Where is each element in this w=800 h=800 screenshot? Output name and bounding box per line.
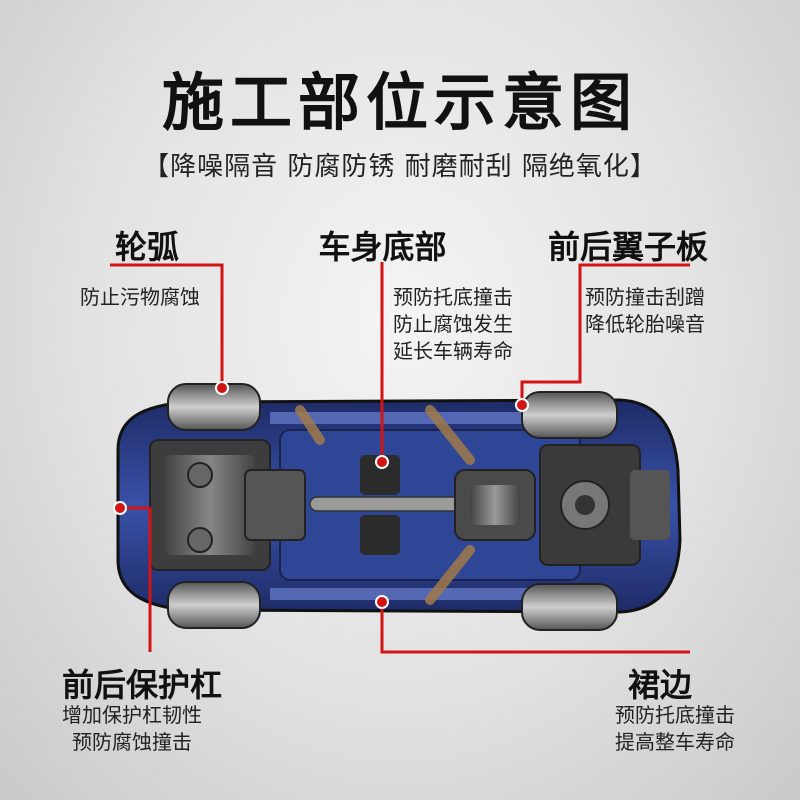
wheel-arch-leader <box>110 263 224 388</box>
front-left-tire <box>167 383 261 431</box>
cross-braces <box>295 405 475 605</box>
wheel-arch-line: 防止污物腐蚀 <box>80 285 200 309</box>
fenders-description: 预防撞击刮蹭 降低轮胎噪音 <box>585 284 705 338</box>
bumpers-line: 预防腐蚀撞击 <box>72 730 192 754</box>
front-right-tire <box>167 581 261 629</box>
underbody-marker <box>375 455 389 469</box>
underbody-line: 延长车辆寿命 <box>393 339 513 363</box>
underbody-description: 预防托底撞击 防止腐蚀发生 延长车辆寿命 <box>393 284 513 365</box>
fenders-line: 预防撞击刮蹭 <box>585 285 705 309</box>
skirt-description: 预防托底撞击 提高整车寿命 <box>560 702 735 756</box>
underbody-line: 预防托底撞击 <box>393 285 513 309</box>
skirt-line: 提高整车寿命 <box>615 730 735 754</box>
fenders-line: 降低轮胎噪音 <box>585 312 705 336</box>
wheel-arch-heading: 轮弧 <box>115 228 180 266</box>
skirt-line: 预防托底撞击 <box>615 703 735 727</box>
fenders-marker <box>515 398 529 412</box>
skirt-marker <box>375 595 389 609</box>
skirt-leader <box>380 602 690 654</box>
bumpers-heading: 前后保护杠 <box>62 666 223 704</box>
page-title: 施工部位示意图 <box>161 66 638 139</box>
wheel-arch-marker <box>215 381 229 395</box>
underbody-heading: 车身底部 <box>318 228 447 266</box>
page-subtitle: 【降噪隔音 防腐防锈 耐磨耐刮 隔绝氧化】 <box>143 152 657 182</box>
rear-right-tire <box>521 583 618 631</box>
wheel-arch-description: 防止污物腐蚀 <box>80 284 200 311</box>
bumpers-line: 增加保护杠韧性 <box>62 703 202 727</box>
rear-left-tire <box>521 391 618 439</box>
fenders-leader <box>520 263 690 405</box>
bumpers-marker <box>113 501 127 515</box>
rear-mechanics <box>539 444 670 566</box>
fenders-heading: 前后翼子板 <box>548 228 709 266</box>
front-mechanics <box>149 439 306 571</box>
bumpers-description: 增加保护杠韧性 预防腐蚀撞击 <box>62 702 202 756</box>
skirt-heading: 裙边 <box>628 666 693 704</box>
exhaust-system <box>309 455 536 555</box>
underbody-line: 防止腐蚀发生 <box>393 312 513 336</box>
